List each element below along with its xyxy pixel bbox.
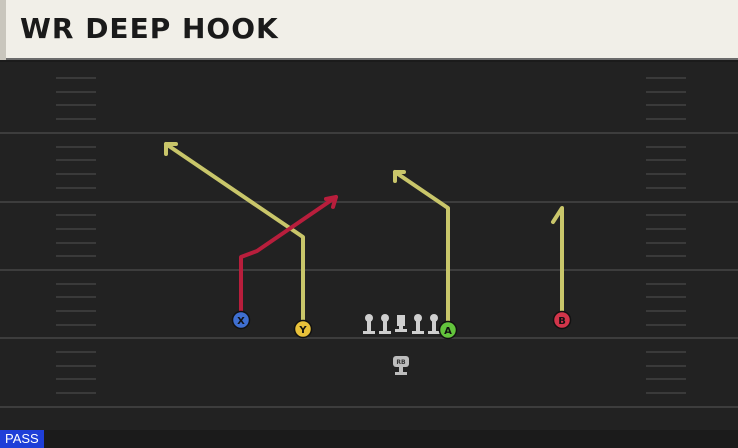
player-a[interactable]: A <box>438 320 458 340</box>
running-back-icon <box>393 356 409 367</box>
player-y-marker <box>293 319 313 339</box>
player-a-marker <box>438 320 458 340</box>
player-x-marker <box>231 310 251 330</box>
play-title-bar: WR DEEP HOOK <box>0 0 738 60</box>
player-b[interactable]: B <box>552 310 572 330</box>
lineman-icon <box>412 314 424 334</box>
left-hash-marks <box>56 77 96 394</box>
player-b-label: B <box>558 316 566 327</box>
player-x-label: X <box>237 316 245 327</box>
offensive-line <box>363 314 440 334</box>
running-back[interactable]: RB <box>393 356 409 375</box>
running-back-label: RB <box>396 359 406 366</box>
right-hash-marks <box>646 77 686 394</box>
route-x-post <box>239 195 338 322</box>
route-y-arrowhead <box>164 142 178 156</box>
field-surface <box>0 62 738 430</box>
route-x-arrowhead <box>324 195 338 209</box>
lineman-icon <box>363 314 375 334</box>
route-y-corner <box>164 142 305 330</box>
player-a-label: A <box>444 326 452 337</box>
player-y-label: Y <box>298 325 307 336</box>
center-icon <box>395 315 407 332</box>
lineman-icon <box>379 314 391 334</box>
route-a-arrowhead <box>393 170 406 183</box>
route-a-corner <box>393 170 450 330</box>
player-y[interactable]: Y <box>293 319 313 339</box>
player-b-marker <box>552 310 572 330</box>
route-b-hook <box>551 206 564 318</box>
lineman-icon <box>428 314 440 334</box>
play-title: WR DEEP HOOK <box>20 12 279 45</box>
yard-lines <box>0 132 738 408</box>
play-type-badge: PASS <box>0 430 44 448</box>
player-x[interactable]: X <box>231 310 251 330</box>
play-field: RB X Y A B <box>0 62 738 430</box>
title-accent <box>0 0 6 60</box>
